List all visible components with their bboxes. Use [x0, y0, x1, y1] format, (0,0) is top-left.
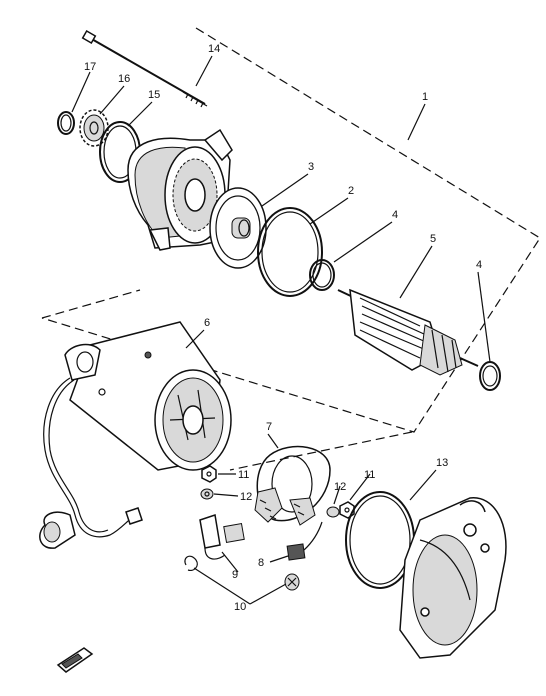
callout-16: 16 — [118, 73, 130, 85]
nut-left — [201, 465, 217, 483]
spring-clip-left — [184, 555, 198, 571]
callout-7: 7 — [266, 421, 272, 433]
o-ring-rear — [479, 361, 501, 391]
callout-12-right: 12 — [334, 481, 346, 493]
through-bolt — [81, 30, 208, 108]
callout-4-front: 4 — [392, 209, 398, 221]
callout-5: 5 — [430, 233, 436, 245]
pinion-gear — [79, 109, 109, 147]
lead-wire — [39, 377, 143, 549]
o-ring-small — [57, 111, 75, 135]
brush — [286, 521, 323, 561]
lower-assembly-boundary — [41, 289, 413, 471]
yoke-body — [64, 321, 232, 471]
callout-8: 8 — [258, 557, 264, 569]
callout-2: 2 — [348, 185, 354, 197]
callout-4-rear: 4 — [476, 259, 482, 271]
callout-14: 14 — [208, 43, 220, 55]
callout-1: 1 — [422, 91, 428, 103]
callout-13: 13 — [436, 457, 448, 469]
washer-left — [200, 488, 214, 500]
assembly-boundary — [41, 27, 541, 433]
callout-10: 10 — [234, 601, 246, 613]
front-direction-arrow-icon — [56, 647, 94, 673]
callout-11-right: 11 — [364, 469, 375, 481]
rear-cover — [399, 497, 507, 659]
callout-11-left: 11 — [238, 469, 249, 481]
armature — [337, 288, 479, 376]
leader-lines — [71, 55, 491, 605]
o-ring-large — [257, 207, 323, 297]
brush-plate — [254, 445, 331, 526]
callout-6: 6 — [204, 317, 210, 329]
callout-17: 17 — [84, 61, 96, 73]
callout-labels: 1 2 3 4 4 5 6 7 8 9 10 11 11 12 12 13 14… — [84, 43, 482, 613]
o-ring-front — [309, 259, 335, 291]
callout-15: 15 — [148, 89, 160, 101]
washer-right — [326, 506, 340, 518]
spring-clip-right — [284, 573, 300, 591]
brush-holder — [199, 514, 245, 560]
callout-3: 3 — [308, 161, 314, 173]
nut-right — [339, 501, 355, 519]
callout-9: 9 — [232, 569, 238, 581]
callout-12-left: 12 — [240, 491, 252, 503]
thrust-plate — [209, 187, 267, 269]
front-cover — [127, 128, 233, 251]
